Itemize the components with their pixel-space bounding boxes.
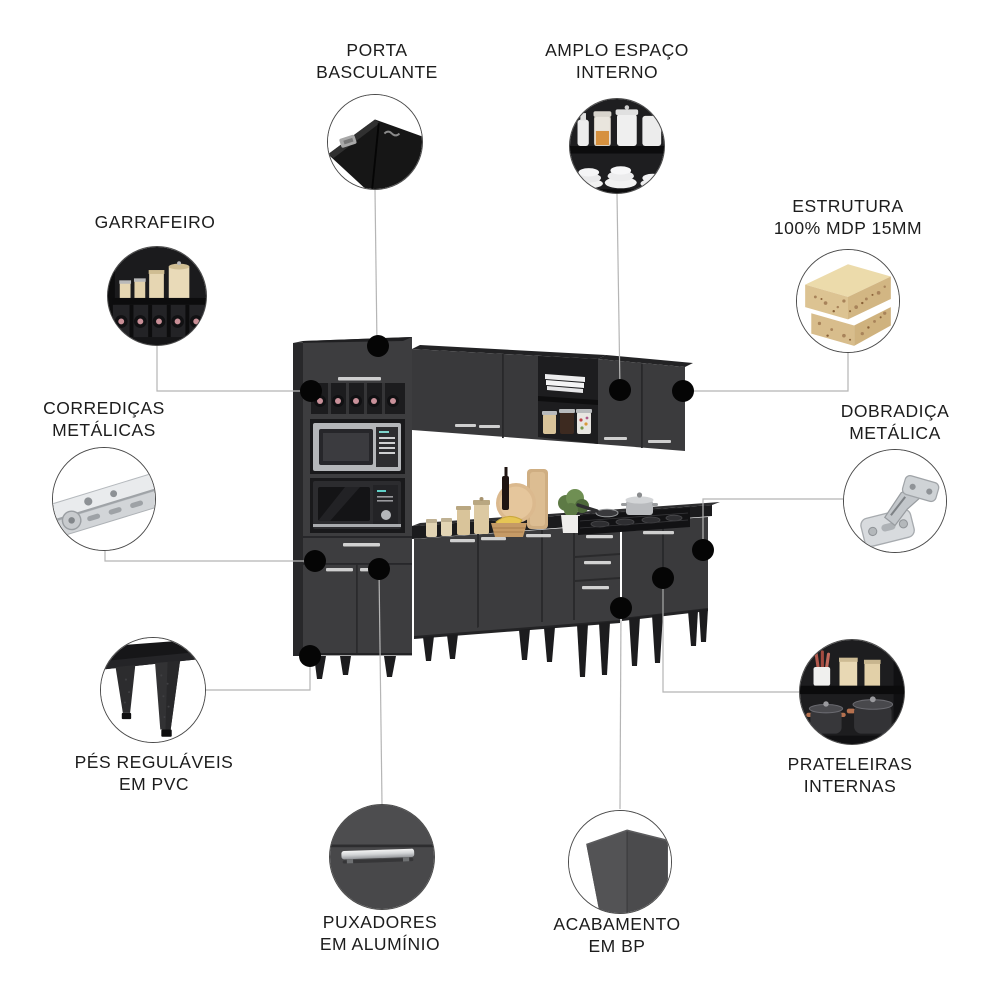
dot-estrutura (672, 380, 694, 402)
open-shelf-jars-icon (570, 99, 664, 193)
prateleiras-detail-circle (799, 639, 905, 745)
line-puxadores (378, 568, 383, 805)
metal-hinge-icon (844, 450, 946, 552)
line-estrutura (683, 353, 849, 392)
dobradica-detail-circle (843, 449, 947, 553)
dot-dobradica (692, 539, 714, 561)
upper-cabinets (412, 345, 693, 451)
line-prateleiras (662, 578, 799, 693)
label-prateleiras: PRATELEIRAS INTERNAS (787, 754, 913, 796)
dot-acabamento (610, 597, 632, 619)
label-pes: PÉS REGULÁVEIS EM PVC (74, 752, 234, 794)
line-porta-basculante (374, 189, 378, 347)
amplo-espaco-detail-circle (569, 98, 665, 194)
tilt-door-icon (328, 95, 422, 189)
drawer-slide-icon (53, 448, 155, 550)
pots (806, 696, 894, 734)
line-garrafeiro (156, 346, 311, 392)
shelf-jars (542, 409, 592, 434)
inner-shelves-icon (800, 640, 904, 744)
bottle-rack-icon (108, 247, 206, 345)
porta-basculante-detail-circle (327, 94, 423, 190)
aluminum-handle-icon (330, 805, 434, 909)
cutting-boards (491, 467, 548, 537)
line-amplo-espaco (616, 193, 621, 391)
kitchen-illustration (293, 337, 720, 679)
dot-porta-basculante (367, 335, 389, 357)
dot-puxadores (368, 558, 390, 580)
pvc-feet-icon (101, 638, 205, 742)
dot-prateleiras (652, 567, 674, 589)
label-porta-basculante: PORTA BASCULANTE (316, 40, 438, 82)
canisters (426, 497, 490, 537)
line-acabamento (619, 607, 622, 810)
puxadores-detail-circle (329, 804, 435, 910)
label-puxadores: PUXADORES EM ALUMÍNIO (319, 912, 441, 954)
utensil-cup (813, 650, 831, 686)
line-dobradica (702, 498, 843, 550)
label-acabamento: ACABAMENTO EM BP (553, 914, 681, 956)
line-corredicas (104, 551, 315, 562)
acabamento-detail-circle (568, 810, 672, 914)
shelf-towels (545, 374, 585, 393)
frying-pan (576, 503, 619, 518)
line-pes (206, 656, 311, 691)
label-amplo-espaco: AMPLO ESPAÇO INTERNO (545, 40, 689, 82)
callout-dots (299, 335, 714, 667)
microwave (313, 423, 401, 471)
label-estrutura: ESTRUTURA 100% MDP 15MM (773, 196, 923, 238)
potted-plant (558, 489, 589, 533)
oven-microwave (313, 481, 401, 529)
dot-pes (299, 645, 321, 667)
label-garrafeiro: GARRAFEIRO (94, 212, 216, 232)
mdp-board-icon (797, 250, 899, 352)
corredicas-detail-circle (52, 447, 156, 551)
estrutura-detail-circle (796, 249, 900, 353)
label-corredicas: CORREDIÇAS METÁLICAS (43, 398, 165, 440)
bp-finish-icon (569, 811, 671, 913)
dot-garrafeiro (300, 380, 322, 402)
wine-bottles (314, 395, 399, 407)
cooking-pot (621, 492, 658, 515)
connector-lines (104, 189, 849, 810)
dot-amplo-espaco (609, 379, 631, 401)
dot-corredicas (304, 550, 326, 572)
label-dobradica: DOBRADIÇA METÁLICA (840, 401, 950, 443)
pes-detail-circle (100, 637, 206, 743)
counter-decor (426, 467, 690, 537)
garrafeiro-detail-circle (107, 246, 207, 346)
